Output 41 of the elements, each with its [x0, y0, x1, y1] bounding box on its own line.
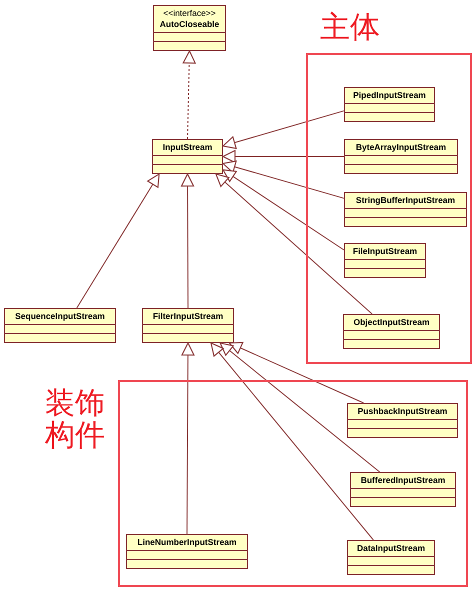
generalization-arrow	[76, 173, 160, 308]
class-name: InputStream	[162, 142, 214, 153]
class-name: AutoCloseable	[158, 19, 220, 30]
class-box	[152, 139, 223, 174]
class-name: PushbackInputStream	[356, 406, 448, 417]
class-name: FilterInputStream	[152, 311, 224, 322]
class-name: PipedInputStream	[352, 90, 427, 101]
generalization-arrow	[182, 50, 196, 140]
generalization-arrow	[222, 160, 344, 199]
group-heading: 装饰构件	[45, 388, 106, 452]
class-box	[4, 308, 116, 343]
class-name: FileInputStream	[352, 246, 418, 257]
class-box	[344, 243, 426, 278]
class-name: SequenceInputStream	[14, 311, 106, 322]
class-box	[347, 403, 458, 438]
class-box	[347, 540, 435, 575]
generalization-arrow	[181, 173, 194, 308]
generalization-arrow	[220, 342, 380, 472]
generalization-arrow	[228, 342, 364, 404]
class-box	[142, 308, 234, 343]
class-name: BufferedInputStream	[360, 475, 446, 486]
class-box	[344, 192, 467, 227]
class-name: StringBufferInputStream	[354, 195, 456, 206]
class-name: LineNumberInputStream	[136, 537, 238, 548]
generalization-arrow	[222, 110, 344, 149]
class-box	[126, 534, 248, 569]
class-box	[344, 87, 435, 122]
generalization-arrow	[215, 173, 373, 314]
generalization-arrow	[210, 342, 374, 540]
class-box	[350, 472, 456, 507]
class-box	[344, 139, 458, 174]
generalization-arrow	[222, 169, 344, 250]
class-name: DataInputStream	[356, 543, 426, 554]
stereotype-label: <<interface>>	[162, 8, 217, 19]
class-box	[343, 314, 440, 349]
class-name: ByteArrayInputStream	[354, 142, 448, 153]
group-heading: 主体	[320, 12, 381, 44]
class-name: ObjectInputStream	[352, 317, 431, 328]
interface-box	[153, 5, 226, 51]
generalization-arrow	[181, 342, 194, 534]
generalization-arrow	[222, 150, 344, 164]
